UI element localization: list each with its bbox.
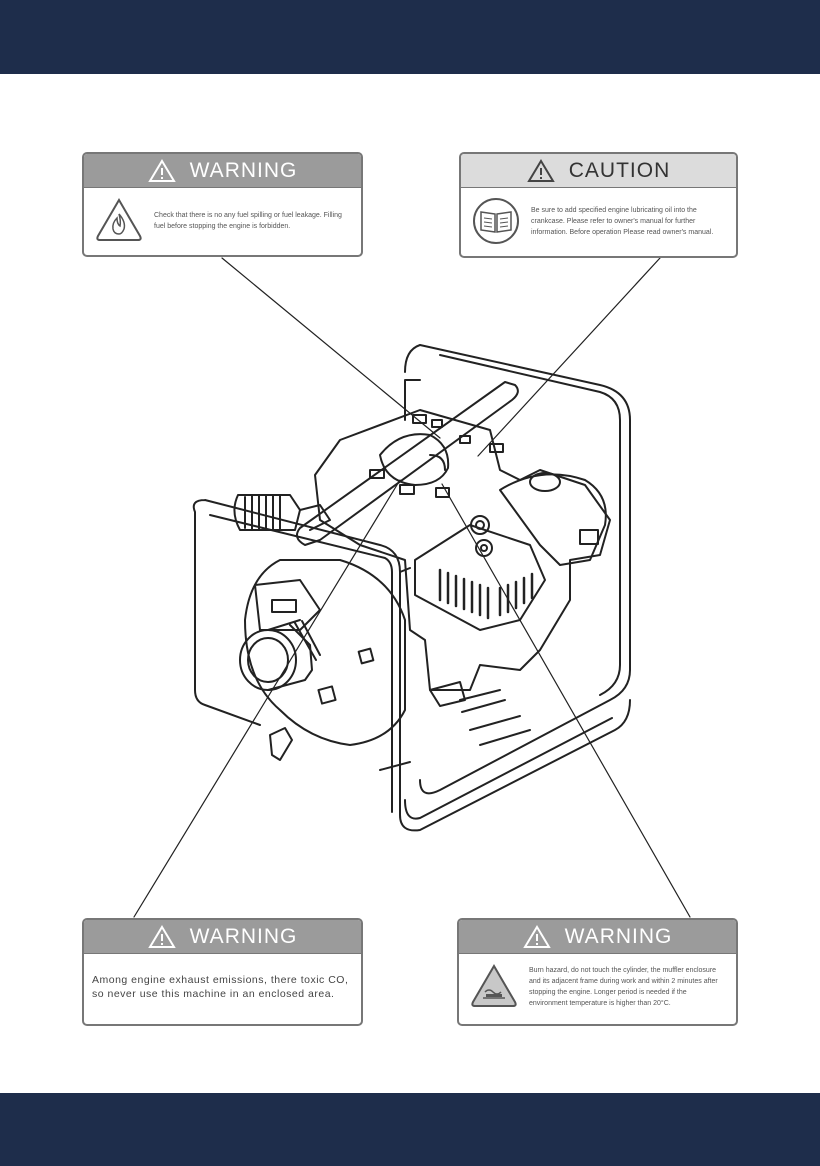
- label-title: WARNING: [189, 158, 298, 182]
- pump-body: [244, 559, 406, 746]
- label-text: Check that there is no any fuel spilling…: [154, 212, 342, 230]
- warning-triangle-icon: [147, 158, 176, 182]
- flammable-icon: [96, 198, 142, 241]
- caution-label-oil: CAUTION Be sure to add specified engine …: [459, 152, 738, 258]
- outlet-pipe: [233, 494, 301, 531]
- front-frame: [192, 499, 631, 832]
- air-cleaner: [499, 473, 607, 566]
- warning-header: WARNING: [84, 154, 361, 188]
- caution-triangle-icon: [526, 158, 555, 182]
- manual-book-icon: [473, 198, 519, 244]
- label-title: CAUTION: [568, 158, 671, 182]
- bottom-banner: [0, 1093, 820, 1166]
- label-text: Among engine exhaust emissions, there to…: [92, 974, 349, 1000]
- warning-label-fuel: WARNING Check that there is no any fuel …: [82, 152, 363, 257]
- hot-surface-icon: [471, 964, 517, 1007]
- label-text: Be sure to add specified engine lubricat…: [531, 206, 714, 236]
- label-title: WARNING: [564, 924, 673, 948]
- rear-frame: [404, 344, 631, 795]
- label-text: Burn hazard, do not touch the cylinder, …: [529, 967, 718, 1007]
- warning-label-hot-surface: WARNING Burn hazard, do not touch the cy…: [457, 918, 738, 1026]
- handle-bar: [295, 381, 519, 546]
- warning-triangle-icon: [522, 924, 551, 948]
- warning-triangle-icon: [147, 924, 176, 948]
- label-title: WARNING: [189, 924, 298, 948]
- warning-label-exhaust: WARNING Among engine exhaust emissions, …: [82, 918, 363, 1026]
- warning-header: WARNING: [459, 920, 736, 954]
- warning-header: WARNING: [84, 920, 361, 954]
- caution-header: CAUTION: [461, 154, 736, 188]
- engine-block: [314, 409, 611, 691]
- top-banner: [0, 0, 820, 74]
